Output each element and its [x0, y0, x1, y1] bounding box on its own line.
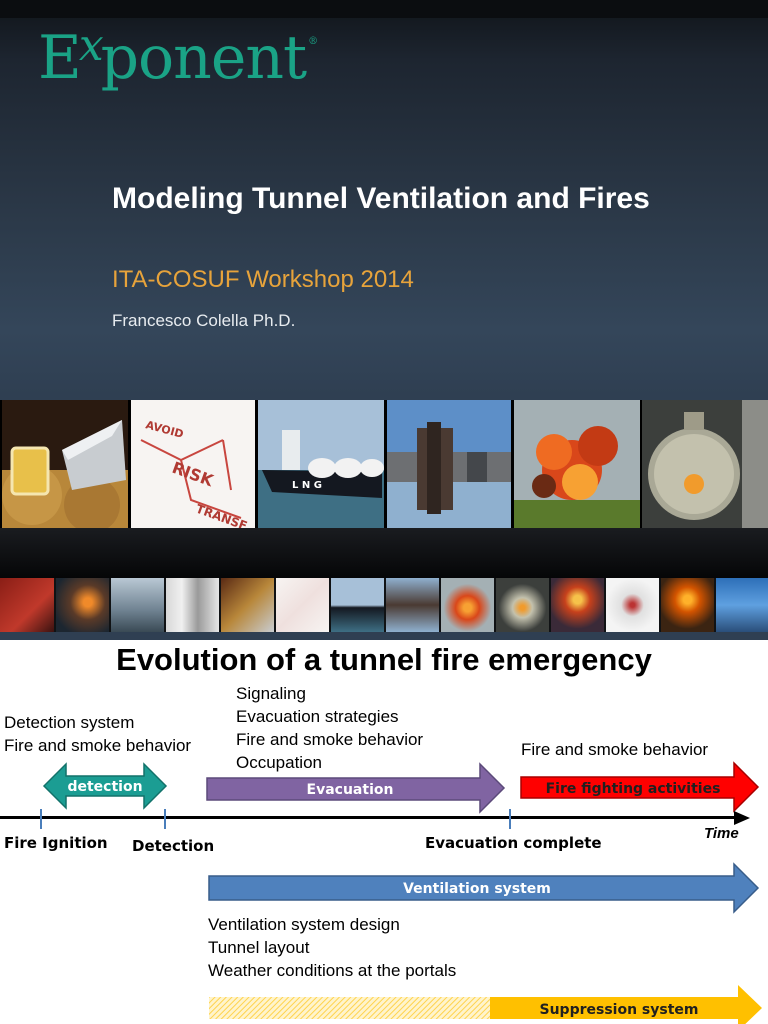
milestone-fire-ignition: Fire Ignition [4, 834, 108, 852]
thumbnail-strip [0, 578, 768, 632]
grain-photo [2, 400, 128, 528]
detection-arrow-label: detection [67, 779, 142, 795]
ventilation-notes: Ventilation system design Tunnel layout … [208, 913, 456, 982]
milestone-evacuation-complete: Evacuation complete [425, 834, 602, 852]
exponent-logo: Exponent® [38, 20, 318, 93]
test-vessel-photo [642, 400, 768, 528]
thumbnail-3 [111, 578, 164, 632]
note-weather-conditions: Weather conditions at the portals [208, 961, 457, 980]
note-ventilation-design: Ventilation system design [208, 915, 400, 934]
tick-detection [164, 809, 166, 829]
presentation-subtitle: ITA-COSUF Workshop 2014 [112, 266, 414, 293]
thumbnail-12 [606, 578, 659, 632]
presentation-author: Francesco Colella Ph.D. [112, 311, 296, 330]
timeline-slide: Evolution of a tunnel fire emergency Det… [0, 640, 768, 1024]
timeline-arrows: detection Evacuation Fire fighting activ… [42, 761, 762, 1024]
thumbnail-4 [166, 578, 219, 632]
evacuation-arrow-label: Evacuation [307, 782, 394, 798]
thumbnail-7 [331, 578, 384, 632]
thumbnail-5 [221, 578, 274, 632]
explosion-photo [514, 400, 640, 528]
thumbnail-13 [661, 578, 714, 632]
note-fire-smoke-behavior: Fire and smoke behavior [236, 730, 424, 749]
note-tunnel-layout: Tunnel layout [208, 938, 310, 957]
time-axis-arrowhead [734, 811, 750, 825]
slide-title: Evolution of a tunnel fire emergency [116, 642, 652, 677]
firefighting-note: Fire and smoke behavior [521, 740, 709, 759]
lng-ship-photo: L N G [258, 400, 384, 528]
thumbnail-8 [386, 578, 439, 632]
tick-evacuation-complete [509, 809, 511, 829]
time-axis-label: Time [704, 825, 739, 842]
suppression-arrow-label: Suppression system [540, 1002, 699, 1018]
fire-fighting-arrow-label: Fire fighting activities [546, 781, 721, 797]
photo-strip: AVOID RISK TRANSF L N G [0, 400, 768, 528]
note-evacuation-strategies: Evacuation strategies [236, 707, 399, 726]
ventilation-arrow [208, 862, 760, 914]
thumbnail-6 [276, 578, 329, 632]
note-signaling: Signaling [236, 684, 306, 703]
detection-arrow [42, 762, 168, 810]
suppression-arrow [490, 985, 762, 1024]
thumbnail-14 [716, 578, 768, 632]
top-band [0, 0, 768, 18]
time-axis [0, 816, 735, 819]
evacuation-notes: Signaling Evacuation strategies Fire and… [236, 682, 423, 774]
suppression-hatched-lead [209, 997, 490, 1019]
presentation-title: Modeling Tunnel Ventilation and Fires [112, 182, 650, 215]
thumbnail-10 [496, 578, 549, 632]
note-occupation: Occupation [236, 753, 322, 772]
risk-diagram-photo: AVOID RISK TRANSF [131, 400, 255, 528]
milestone-detection: Detection [132, 837, 215, 855]
thumbnail-2 [56, 578, 109, 632]
tick-fire-ignition [40, 809, 42, 829]
thumbnail-1 [0, 578, 54, 632]
evacuation-arrow [206, 762, 506, 814]
ventilation-arrow-label: Ventilation system [403, 881, 551, 897]
thumbnail-11 [551, 578, 604, 632]
thumbnail-9 [441, 578, 494, 632]
title-slide: Exponent® Modeling Tunnel Ventilation an… [0, 0, 768, 640]
fire-fighting-arrow [520, 761, 760, 813]
photo-reflection [0, 528, 768, 578]
corroded-pipe-photo [387, 400, 511, 528]
lng-text: L N G [292, 480, 322, 491]
note-fire-smoke-behavior: Fire and smoke behavior [4, 736, 192, 755]
detection-notes: Detection system Fire and smoke behavior [4, 711, 191, 757]
note-detection-system: Detection system [4, 713, 135, 732]
